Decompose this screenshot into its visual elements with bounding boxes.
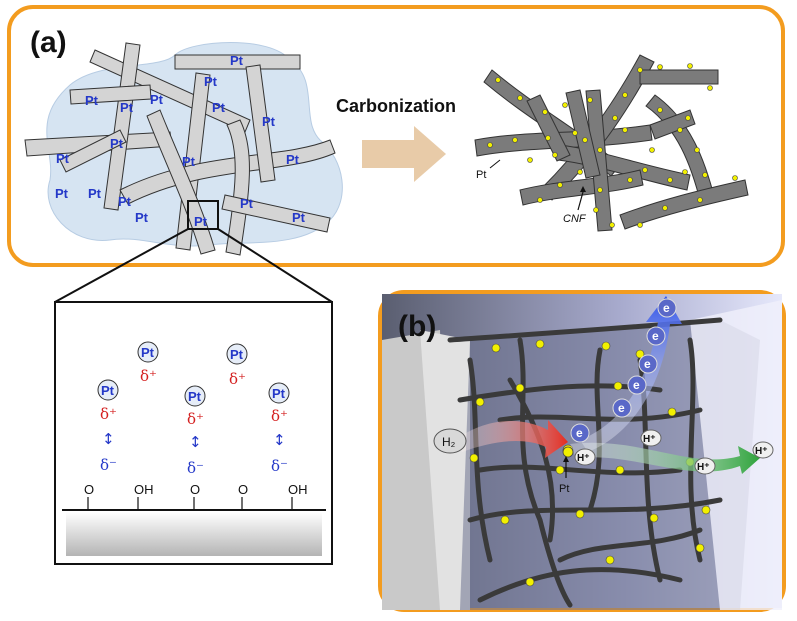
proton-label: H⁺: [755, 446, 768, 457]
delta-minus: δ⁻: [271, 457, 288, 475]
pt-label: Pt: [101, 383, 115, 398]
panel-a-label: (a): [30, 26, 67, 59]
pt-label: Pt: [56, 151, 70, 166]
pt-label: Pt: [55, 186, 69, 201]
proton-label: H⁺: [643, 434, 656, 445]
precursor-pt-labels: Pt Pt Pt Pt Pt Pt Pt Pt Pt Pt Pt Pt Pt P…: [55, 53, 306, 229]
pt-label: Pt: [110, 136, 124, 151]
carbonization-arrow: [362, 126, 446, 182]
pt-label: Pt: [292, 210, 306, 225]
delta-plus: δ⁺: [229, 370, 246, 388]
delta-minus: δ⁻: [100, 456, 117, 474]
pt-label: Pt: [230, 347, 244, 362]
electron-label: e: [633, 378, 640, 392]
zoom-box: [187, 200, 219, 230]
pt-nanoparticles: [487, 63, 738, 228]
panel-b-label: (b): [398, 310, 437, 343]
dipole-arrow: ↕: [273, 431, 286, 449]
group-label: OH: [288, 482, 308, 497]
hydrogen-flow-arrow: [455, 420, 568, 458]
delta-plus: δ⁺: [187, 410, 204, 428]
inset-upper-pt: Pt δ⁺ Pt δ⁺: [137, 341, 248, 388]
proton-label: H⁺: [697, 462, 710, 473]
pt-label: Pt: [230, 53, 244, 68]
group-label: O: [84, 482, 94, 497]
h2-label: H₂: [442, 435, 456, 449]
pt-site-label: Pt: [559, 483, 569, 495]
electron-label: e: [652, 329, 659, 343]
electron-label: e: [618, 401, 625, 415]
pt-label: Pt: [272, 386, 286, 401]
cnf-pointer: [577, 191, 584, 211]
precursor-fibers: [24, 42, 336, 256]
protons: H⁺ H⁺ H⁺ H⁺: [574, 429, 774, 475]
cnf-pointer-head: [580, 186, 586, 192]
group-label: OH: [134, 482, 154, 497]
pt-label: Pt: [286, 152, 300, 167]
pt-label: Pt: [262, 114, 276, 129]
inset-lower-pt: Pt δ⁺ ↕ δ⁻ Pt δ⁺ ↕ δ⁻ Pt δ⁺ ↕ δ⁻: [97, 379, 290, 477]
dipole-arrow: ↕: [102, 430, 115, 448]
proton-label: H⁺: [577, 453, 590, 464]
delta-plus: δ⁺: [271, 407, 288, 425]
delta-minus: δ⁻: [187, 459, 204, 477]
pt-site-pointer-head: [563, 456, 569, 462]
zoom-line-left: [54, 228, 189, 303]
pt-label: Pt: [135, 210, 149, 225]
pt-label: Pt: [204, 74, 218, 89]
pt-pointer: [489, 159, 501, 169]
h2-molecule: H₂: [433, 428, 467, 454]
pt-active-site: [562, 446, 574, 458]
pt-label: Pt: [194, 214, 208, 229]
pt-label: Pt: [188, 389, 202, 404]
group-label: O: [190, 482, 200, 497]
electron-label: e: [644, 357, 651, 371]
pt-label: Pt: [88, 186, 102, 201]
pt-particle-label: Pt: [476, 169, 486, 181]
cnf-fibers: [474, 54, 749, 232]
pt-label: Pt: [182, 154, 196, 169]
carbon-substrate: [66, 512, 322, 556]
cnf-label: CNF: [563, 213, 587, 225]
electrons: e e e e e e: [570, 298, 677, 443]
delta-plus: δ⁺: [140, 367, 157, 385]
carbonization-label: Carbonization: [336, 96, 456, 116]
pt-label: Pt: [240, 196, 254, 211]
pt-label: Pt: [120, 100, 134, 115]
electron-label: e: [663, 301, 670, 315]
pt-label: Pt: [141, 345, 155, 360]
surface-groups: O OH O O OH: [84, 482, 308, 510]
electron-label: e: [576, 426, 583, 440]
group-label: O: [238, 482, 248, 497]
delta-plus: δ⁺: [100, 405, 117, 423]
pt-label: Pt: [85, 93, 99, 108]
dipole-arrow: ↕: [189, 433, 202, 451]
pt-label: Pt: [118, 194, 132, 209]
zoom-line-right: [217, 228, 333, 303]
pt-label: Pt: [212, 100, 226, 115]
pt-label: Pt: [150, 92, 164, 107]
